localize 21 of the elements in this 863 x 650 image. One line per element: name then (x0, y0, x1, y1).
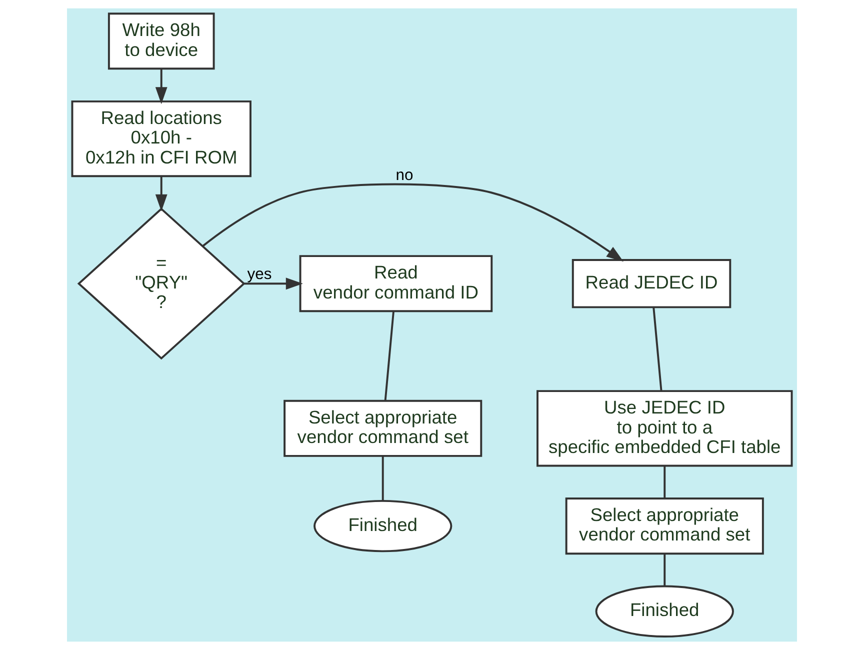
arrow (202, 183, 623, 262)
node-box: Read JEDEC ID (571, 259, 731, 308)
node-box: Read locations 0x10h - 0x12h in CFI ROM (70, 100, 251, 178)
arrow (244, 278, 302, 290)
connector (663, 554, 666, 586)
edge-label: no (395, 167, 413, 184)
arrow (154, 176, 167, 212)
node-ellipse: Finished (313, 500, 452, 552)
node-box: Select appropriate vendor command set (283, 400, 482, 457)
node-ellipse: Finished (594, 585, 734, 638)
connector (381, 456, 384, 502)
node-box: Use JEDEC ID to point to a specific embedded CFI table (536, 390, 792, 467)
node-box: Write 98h to device (107, 12, 214, 70)
connector (384, 311, 394, 401)
connector (663, 466, 666, 498)
edge-label: yes (246, 266, 272, 284)
connector (652, 308, 662, 392)
node-box: Select appropriate vendor command set (564, 498, 764, 555)
arrow (154, 68, 167, 104)
node-diamond: = "QRY" ? (76, 208, 245, 360)
node-box: Read vendor command ID (298, 255, 492, 312)
